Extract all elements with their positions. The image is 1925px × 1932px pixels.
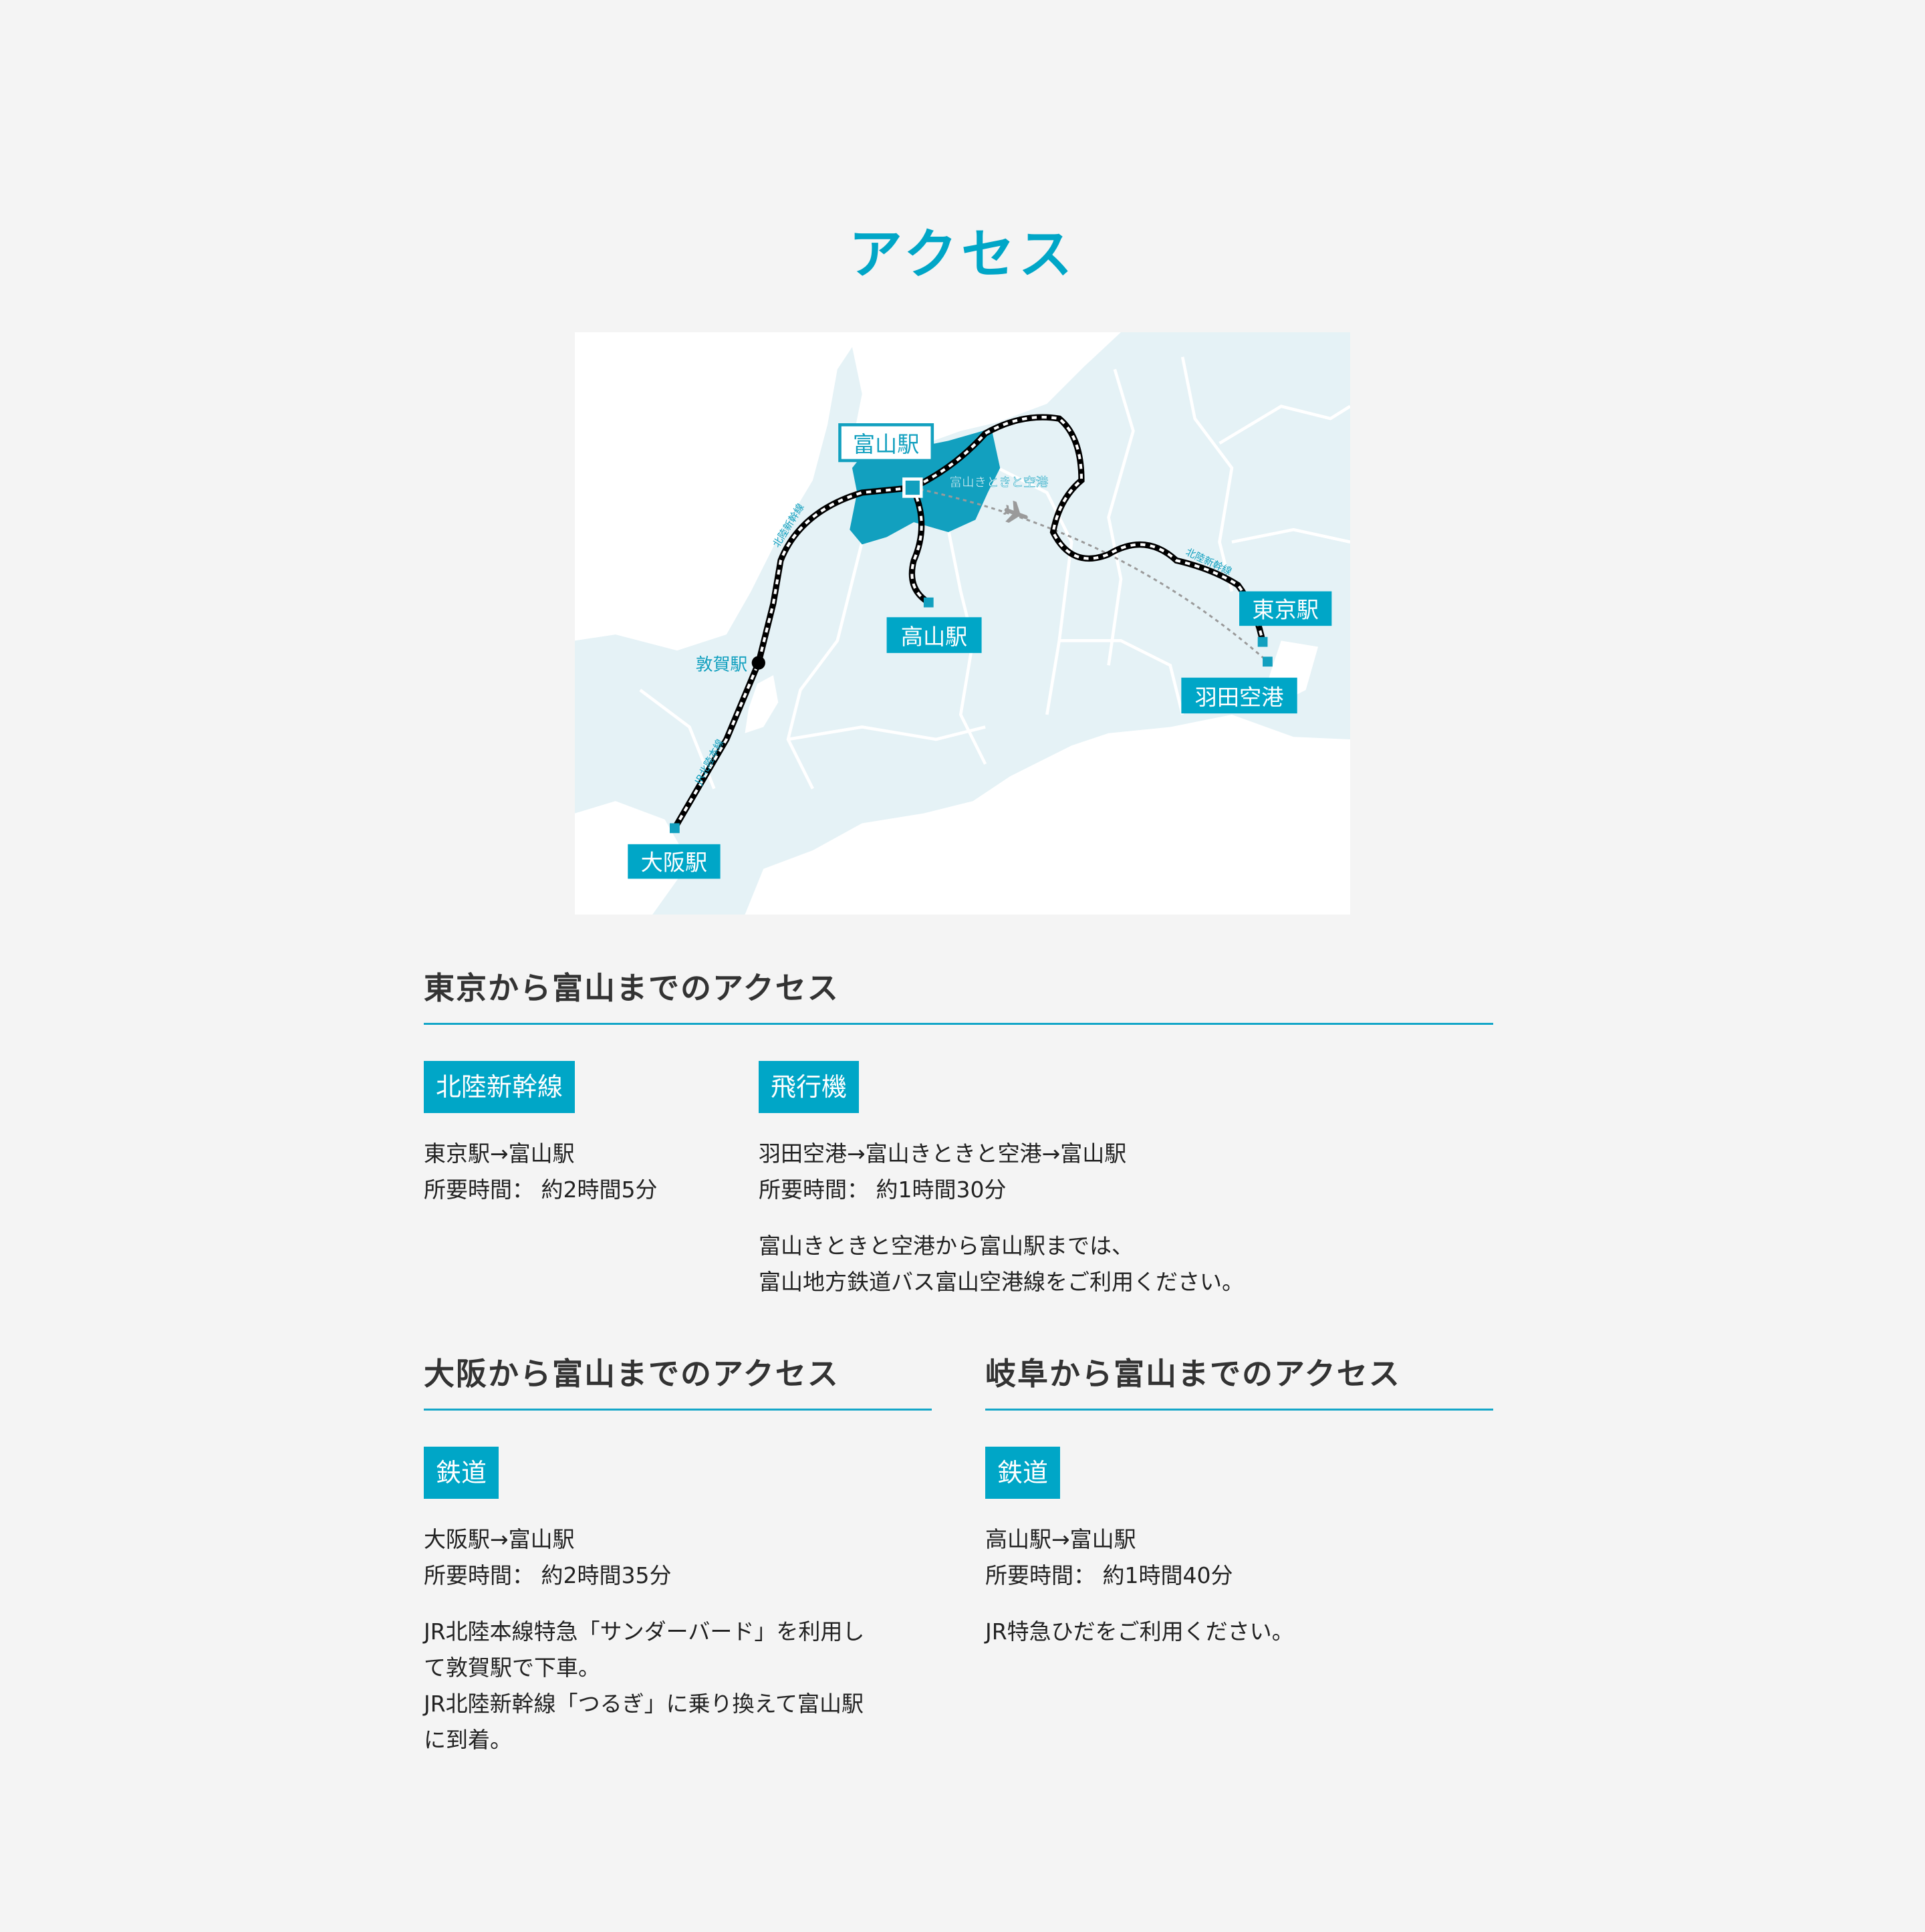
route-text: 東京駅→富山駅 xyxy=(424,1140,575,1167)
time-text: 所要時間： 約2時間5分 xyxy=(424,1177,658,1203)
tsuruga-station-marker xyxy=(751,656,765,670)
tokyo-station-marker xyxy=(1257,636,1268,647)
haneda-marker xyxy=(1263,656,1273,667)
route-rail: 鉄道 高山駅→富山駅 所要時間： 約1時間40分 JR特急ひだをご利用ください。 xyxy=(985,1447,1493,1650)
route-tag: 飛行機 xyxy=(759,1061,860,1113)
access-map: 富山駅 富山きときと空港 高山駅 東京駅 羽田空港 大阪駅 敦賀駅 北陸新幹線 … xyxy=(575,332,1350,915)
osaka-station-marker xyxy=(670,823,680,834)
route-rail: 鉄道 大阪駅→富山駅 所要時間： 約2時間35分 JR北陸本線特急「サンダーバー… xyxy=(424,1447,932,1758)
label-tokyo: 東京駅 xyxy=(1252,596,1319,622)
airplane-icon xyxy=(1003,500,1028,523)
section-heading: 大阪から富山までのアクセス xyxy=(424,1354,932,1411)
label-takayama: 高山駅 xyxy=(901,624,968,650)
rail-lines xyxy=(672,414,1266,830)
time-text: 所要時間： 約1時間40分 xyxy=(985,1562,1233,1588)
note-line: 富山地方鉄道バス富山空港線をご利用ください。 xyxy=(759,1269,1244,1295)
route-text: 羽田空港→富山きときと空港→富山駅 xyxy=(759,1140,1127,1167)
map-lake-biwa xyxy=(745,675,779,733)
label-haneda: 羽田空港 xyxy=(1195,684,1284,710)
note-line: JR北陸本線特急「サンダーバード」を利用し xyxy=(424,1618,865,1645)
section-osaka: 大阪から富山までのアクセス 鉄道 大阪駅→富山駅 所要時間： 約2時間35分 J… xyxy=(424,1354,932,1753)
route-airplane: 飛行機 羽田空港→富山きときと空港→富山駅 所要時間： 約1時間30分 富山きと… xyxy=(759,1061,1427,1300)
route-text: 高山駅→富山駅 xyxy=(985,1526,1136,1552)
note-line: て敦賀駅で下車。 xyxy=(424,1655,600,1681)
route-tag: 鉄道 xyxy=(424,1447,499,1499)
section-heading: 東京から富山までのアクセス xyxy=(424,968,1493,1025)
note-line: に到着。 xyxy=(424,1727,512,1753)
section-gifu: 岐阜から富山までのアクセス 鉄道 高山駅→富山駅 所要時間： 約1時間40分 J… xyxy=(985,1354,1493,1645)
route-tag: 鉄道 xyxy=(985,1447,1061,1499)
label-airport: 富山きときと空港 xyxy=(950,476,1049,490)
time-text: 所要時間： 約1時間30分 xyxy=(759,1177,1007,1203)
page-title: アクセス xyxy=(849,222,1076,285)
route-text: 大阪駅→富山駅 xyxy=(424,1526,575,1552)
route-shinkansen: 北陸新幹線 東京駅→富山駅 所要時間： 約2時間5分 xyxy=(424,1061,745,1208)
section-heading: 岐阜から富山までのアクセス xyxy=(985,1354,1493,1411)
time-text: 所要時間： 約2時間35分 xyxy=(424,1562,672,1588)
label-osaka: 大阪駅 xyxy=(641,850,708,876)
note-line: JR北陸新幹線「つるぎ」に乗り換えて富山駅 xyxy=(424,1691,864,1717)
note-line: 富山きときと空港から富山駅までは、 xyxy=(759,1233,1134,1259)
label-toyama: 富山駅 xyxy=(853,431,920,457)
section-tokyo: 東京から富山までのアクセス 北陸新幹線 東京駅→富山駅 所要時間： 約2時間5分… xyxy=(424,968,1493,1295)
note-line: JR特急ひだをご利用ください。 xyxy=(985,1618,1294,1645)
toyama-station-marker xyxy=(902,477,923,498)
label-tsuruga: 敦賀駅 xyxy=(696,655,748,675)
takayama-station-marker xyxy=(923,597,934,608)
route-tag: 北陸新幹線 xyxy=(424,1061,575,1113)
